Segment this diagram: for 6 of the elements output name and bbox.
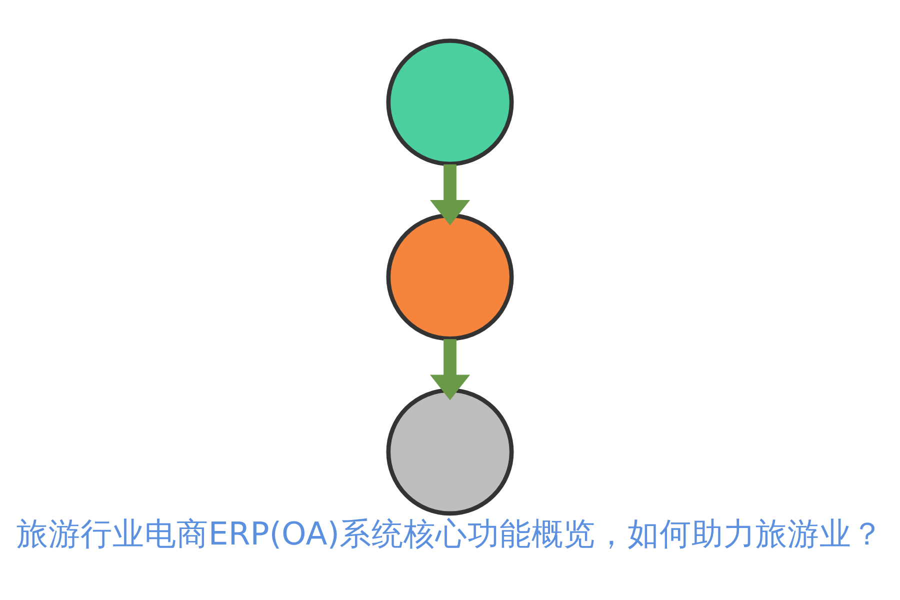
arrow	[430, 339, 470, 400]
node-circle	[386, 213, 514, 341]
node-circle	[386, 388, 514, 516]
diagram-title: 旅游行业电商ERP(OA)系统核心功能概览，如何助力旅游业？	[16, 516, 884, 552]
arrow	[430, 164, 470, 226]
node-circle	[386, 38, 514, 166]
